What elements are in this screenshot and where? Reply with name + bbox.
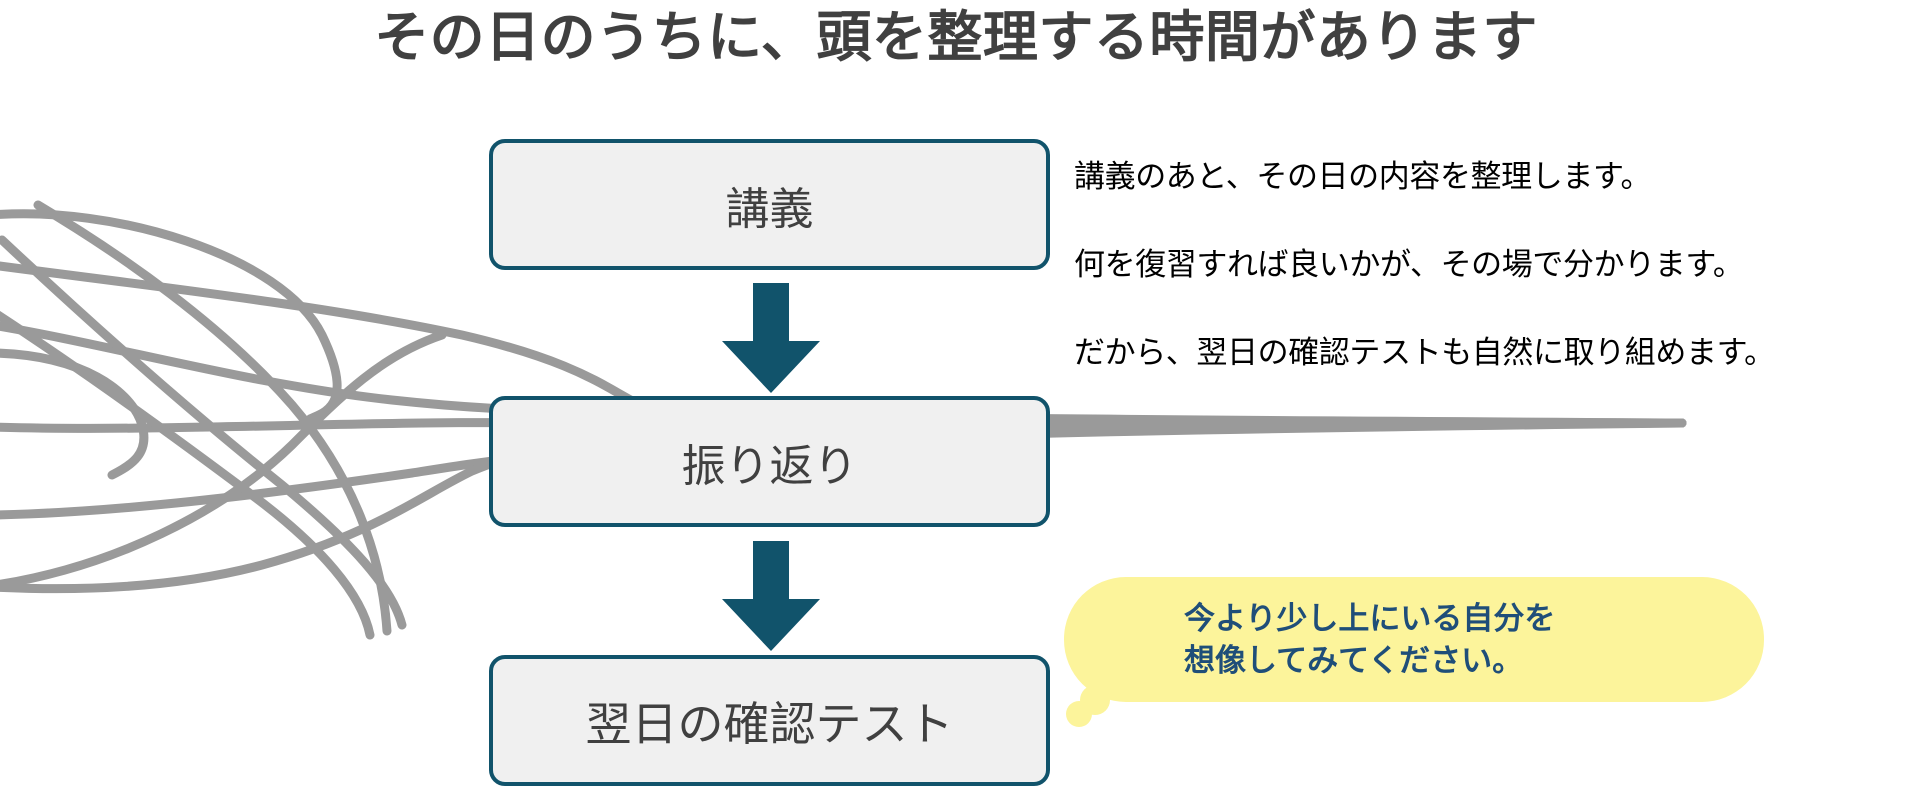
down-arrow-icon [722, 541, 820, 651]
thought-bubble-body [1064, 577, 1764, 702]
thought-bubble-tail-dot-small [1066, 701, 1092, 727]
flow-step-label: 講義 [725, 184, 814, 234]
flow-step-next-day-test[interactable]: 翌日の確認テスト [489, 655, 1050, 786]
thought-bubble-text: 今より少し上にいる自分を 想像してみてください。 [1064, 577, 1764, 702]
down-arrow-icon [722, 283, 820, 393]
thought-bubble: 今より少し上にいる自分を 想像してみてください。 [1064, 577, 1764, 747]
flow-step-label: 振り返り [681, 441, 858, 491]
note-line: 何を復習すれば良いかが、その場で分かります。 [1074, 247, 1744, 282]
notes-block: 講義のあと、その日の内容を整理します。 何を復習すれば良いかが、その場で分かりま… [1074, 158, 1904, 422]
note-line: だから、翌日の確認テストも自然に取り組めます。 [1074, 335, 1775, 370]
flow-step-label: 翌日の確認テスト [585, 697, 954, 750]
flow-step-review[interactable]: 振り返り [489, 396, 1050, 527]
page-title: その日のうちに、頭を整理する時間があります [374, 6, 1538, 68]
thought-bubble-line-1: 今より少し上にいる自分を [1184, 600, 1556, 636]
note-line: 講義のあと、その日の内容を整理します。 [1074, 159, 1652, 194]
flow-step-lecture[interactable]: 講義 [489, 139, 1050, 270]
thought-bubble-line-2: 想像してみてください。 [1184, 642, 1524, 678]
